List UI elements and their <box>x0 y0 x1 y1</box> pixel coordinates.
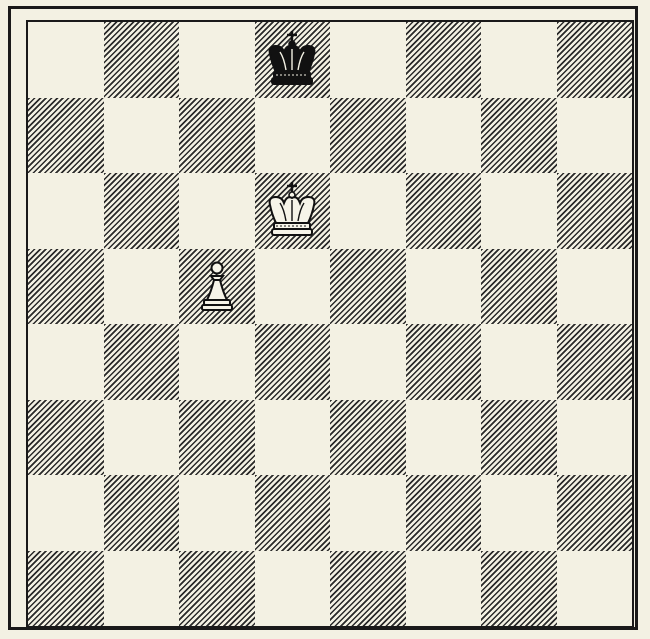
white-pawn-icon[interactable] <box>179 249 255 325</box>
square-e5[interactable] <box>330 248 406 324</box>
square-c4[interactable] <box>179 324 255 400</box>
square-f1[interactable] <box>405 550 481 626</box>
square-h2[interactable] <box>556 475 632 551</box>
square-c1[interactable] <box>179 550 255 626</box>
square-b8[interactable] <box>103 22 179 98</box>
square-e2[interactable] <box>330 475 406 551</box>
square-h3[interactable] <box>556 399 632 475</box>
square-e4[interactable] <box>330 324 406 400</box>
square-g8[interactable] <box>481 22 557 98</box>
square-g1[interactable] <box>481 550 557 626</box>
square-a7[interactable] <box>28 97 104 173</box>
square-c8[interactable] <box>179 22 255 98</box>
square-h5[interactable] <box>556 248 632 324</box>
square-d2[interactable] <box>254 475 330 551</box>
square-b2[interactable] <box>103 475 179 551</box>
square-g3[interactable] <box>481 399 557 475</box>
square-a1[interactable] <box>28 550 104 626</box>
square-e3[interactable] <box>330 399 406 475</box>
square-f3[interactable] <box>405 399 481 475</box>
square-h7[interactable] <box>556 97 632 173</box>
square-c5[interactable] <box>179 248 255 325</box>
square-h6[interactable] <box>556 173 632 249</box>
black-king-icon[interactable] <box>255 22 331 98</box>
square-b4[interactable] <box>103 324 179 400</box>
diagram-frame <box>8 6 638 630</box>
square-b3[interactable] <box>103 399 179 475</box>
square-h1[interactable] <box>556 550 632 626</box>
square-f8[interactable] <box>405 22 481 98</box>
square-f5[interactable] <box>405 248 481 324</box>
square-a5[interactable] <box>28 248 104 324</box>
square-f6[interactable] <box>405 173 481 249</box>
square-d1[interactable] <box>254 550 330 626</box>
white-king-icon[interactable] <box>255 173 331 249</box>
square-c6[interactable] <box>179 173 255 249</box>
square-c7[interactable] <box>179 97 255 173</box>
square-e7[interactable] <box>330 97 406 173</box>
square-d6[interactable] <box>254 173 331 249</box>
square-a2[interactable] <box>28 475 104 551</box>
square-b6[interactable] <box>103 173 179 249</box>
square-g2[interactable] <box>481 475 557 551</box>
square-f4[interactable] <box>405 324 481 400</box>
square-f2[interactable] <box>405 475 481 551</box>
square-d5[interactable] <box>254 248 330 324</box>
square-f7[interactable] <box>405 97 481 173</box>
square-a4[interactable] <box>28 324 104 400</box>
square-d4[interactable] <box>254 324 330 400</box>
square-e1[interactable] <box>330 550 406 626</box>
square-a3[interactable] <box>28 399 104 475</box>
square-a8[interactable] <box>28 22 104 98</box>
square-b7[interactable] <box>103 97 179 173</box>
square-g5[interactable] <box>481 248 557 324</box>
square-a6[interactable] <box>28 173 104 249</box>
chess-board <box>26 20 634 628</box>
square-c3[interactable] <box>179 399 255 475</box>
square-g7[interactable] <box>481 97 557 173</box>
square-e6[interactable] <box>330 173 406 249</box>
square-d8[interactable] <box>254 22 331 98</box>
square-h8[interactable] <box>556 22 632 98</box>
square-c2[interactable] <box>179 475 255 551</box>
square-g4[interactable] <box>481 324 557 400</box>
square-h4[interactable] <box>556 324 632 400</box>
square-e8[interactable] <box>330 22 406 98</box>
square-g6[interactable] <box>481 173 557 249</box>
square-b5[interactable] <box>103 248 179 324</box>
square-d7[interactable] <box>254 97 330 173</box>
square-b1[interactable] <box>103 550 179 626</box>
square-d3[interactable] <box>254 399 330 475</box>
